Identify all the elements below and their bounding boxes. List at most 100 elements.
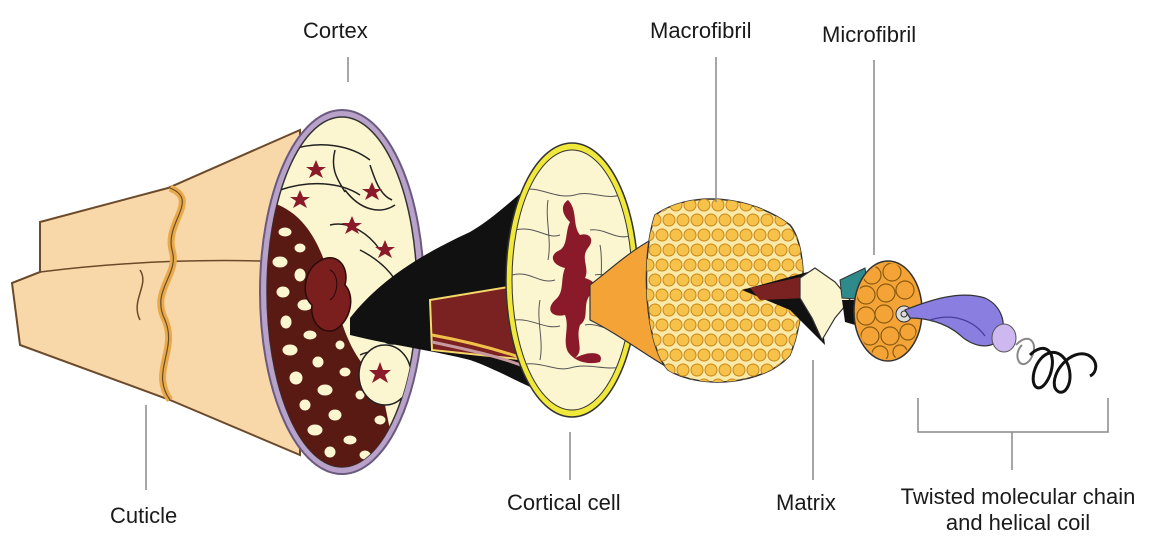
macrofibril-subunit (670, 319, 682, 331)
macrofibril-subunit (677, 304, 689, 316)
macrofibril-subunit (719, 364, 731, 376)
macrofibril-subunit (677, 334, 689, 346)
macrofibril-subunit (663, 334, 675, 346)
macrofibril-subunit (768, 259, 780, 271)
macrofibril-subunit (754, 229, 766, 241)
macrofibril-subunit (656, 319, 668, 331)
macrofibril-subunit (649, 274, 661, 286)
macrofibril-subunit (698, 349, 710, 361)
macrofibril-subunit (691, 274, 703, 286)
macrofibril-subunit (649, 304, 661, 316)
macrofibril-subunit (670, 349, 682, 361)
label-twisted-line1: Twisted molecular chain (884, 484, 1152, 510)
macrofibril-subunit (712, 349, 724, 361)
macrofibril-subunit (775, 244, 787, 256)
macrofibril-subunit (684, 379, 696, 391)
macrofibril-subunit (796, 259, 808, 271)
macrofibril-subunit (747, 304, 759, 316)
macrofibril-subunit (670, 289, 682, 301)
label-matrix: Matrix (776, 490, 836, 516)
macrofibril-subunit (642, 199, 654, 211)
macrofibril-subunit (761, 334, 773, 346)
macrofibril-subunit (705, 214, 717, 226)
macrofibril-subunit (782, 199, 794, 211)
macrofibril-subunit (768, 379, 780, 391)
macrofibril-subunit (649, 364, 661, 376)
macrofibril-subunit (733, 274, 745, 286)
macrofibril-subunit (684, 259, 696, 271)
macrofibril-subunit (719, 214, 731, 226)
macrofibril-subunit (761, 214, 773, 226)
macrofibril-subunit (733, 304, 745, 316)
macrofibril-subunit (656, 229, 668, 241)
macrofibril-subunit (656, 199, 668, 211)
macrofibril-subunit (670, 379, 682, 391)
macrofibril-subunit (789, 214, 801, 226)
macrofibril-subunit (754, 379, 766, 391)
macrofibril-subunit (691, 304, 703, 316)
macrofibril-subunit (649, 244, 661, 256)
macrofibril-subunit (726, 349, 738, 361)
macrofibril-subunit (782, 319, 794, 331)
macrofibril-subunit (712, 199, 724, 211)
label-twisted-line2: and helical coil (884, 510, 1152, 536)
macrofibril-subunit (698, 289, 710, 301)
macrofibril-subunit (761, 244, 773, 256)
label-twisted-molecular-chain: Twisted molecular chain and helical coil (884, 484, 1152, 537)
macrofibril-subunit (775, 334, 787, 346)
macrofibril-subunit (768, 229, 780, 241)
macrofibril-subunit (705, 364, 717, 376)
macrofibril-subunit (768, 319, 780, 331)
macrofibril-subunit (677, 364, 689, 376)
macrofibril-subunit (740, 229, 752, 241)
macrofibril-subunit (726, 229, 738, 241)
macrofibril-subunit (656, 379, 668, 391)
macrofibril-subunit (719, 274, 731, 286)
macrofibril-subunit (698, 229, 710, 241)
macrofibril-subunit (705, 334, 717, 346)
macrofibril-subunit (761, 304, 773, 316)
macrofibril-subunit (677, 214, 689, 226)
macrofibril-subunit (677, 244, 689, 256)
macrofibril-subunit (740, 259, 752, 271)
macrofibril-subunit (698, 199, 710, 211)
label-cortex: Cortex (303, 18, 368, 44)
macrofibril-subunit (747, 274, 759, 286)
macrofibril-subunit (747, 214, 759, 226)
macrofibril-subunit (684, 349, 696, 361)
macrofibril-subunit (663, 304, 675, 316)
macrofibril-subunit (663, 274, 675, 286)
macrofibril-subunit (705, 244, 717, 256)
macrofibril-subunit (733, 334, 745, 346)
macrofibril-subunit (747, 244, 759, 256)
macrofibril-subunit (740, 379, 752, 391)
macrofibril-subunit (691, 244, 703, 256)
macrofibril-subunit (733, 364, 745, 376)
macrofibril-subunit (663, 244, 675, 256)
macrofibril-subunit (796, 199, 808, 211)
macrofibril-subunit (670, 229, 682, 241)
macrofibril-subunit (789, 244, 801, 256)
macrofibril-subunit (782, 259, 794, 271)
macrofibril-subunit (656, 289, 668, 301)
macrofibril-subunit (789, 364, 801, 376)
macrofibril-subunit (775, 364, 787, 376)
macrofibril-subunit (642, 229, 654, 241)
macrofibril-subunit (719, 304, 731, 316)
macrofibril-subunit (642, 379, 654, 391)
macrofibril-subunit (712, 229, 724, 241)
macrofibril-subunit (670, 259, 682, 271)
macrofibril-subunit (663, 214, 675, 226)
macrofibril-subunit (782, 379, 794, 391)
macrofibril-subunit (789, 334, 801, 346)
macrofibril-subunit (712, 319, 724, 331)
macrofibril-subunit (754, 349, 766, 361)
macrofibril-subunit (698, 319, 710, 331)
macrofibril-subunit (796, 349, 808, 361)
macrofibril-subunit (691, 364, 703, 376)
macrofibril-subunit (705, 274, 717, 286)
label-cuticle: Cuticle (110, 503, 177, 529)
label-macrofibril: Macrofibril (650, 18, 751, 44)
macrofibril-subunit (768, 349, 780, 361)
